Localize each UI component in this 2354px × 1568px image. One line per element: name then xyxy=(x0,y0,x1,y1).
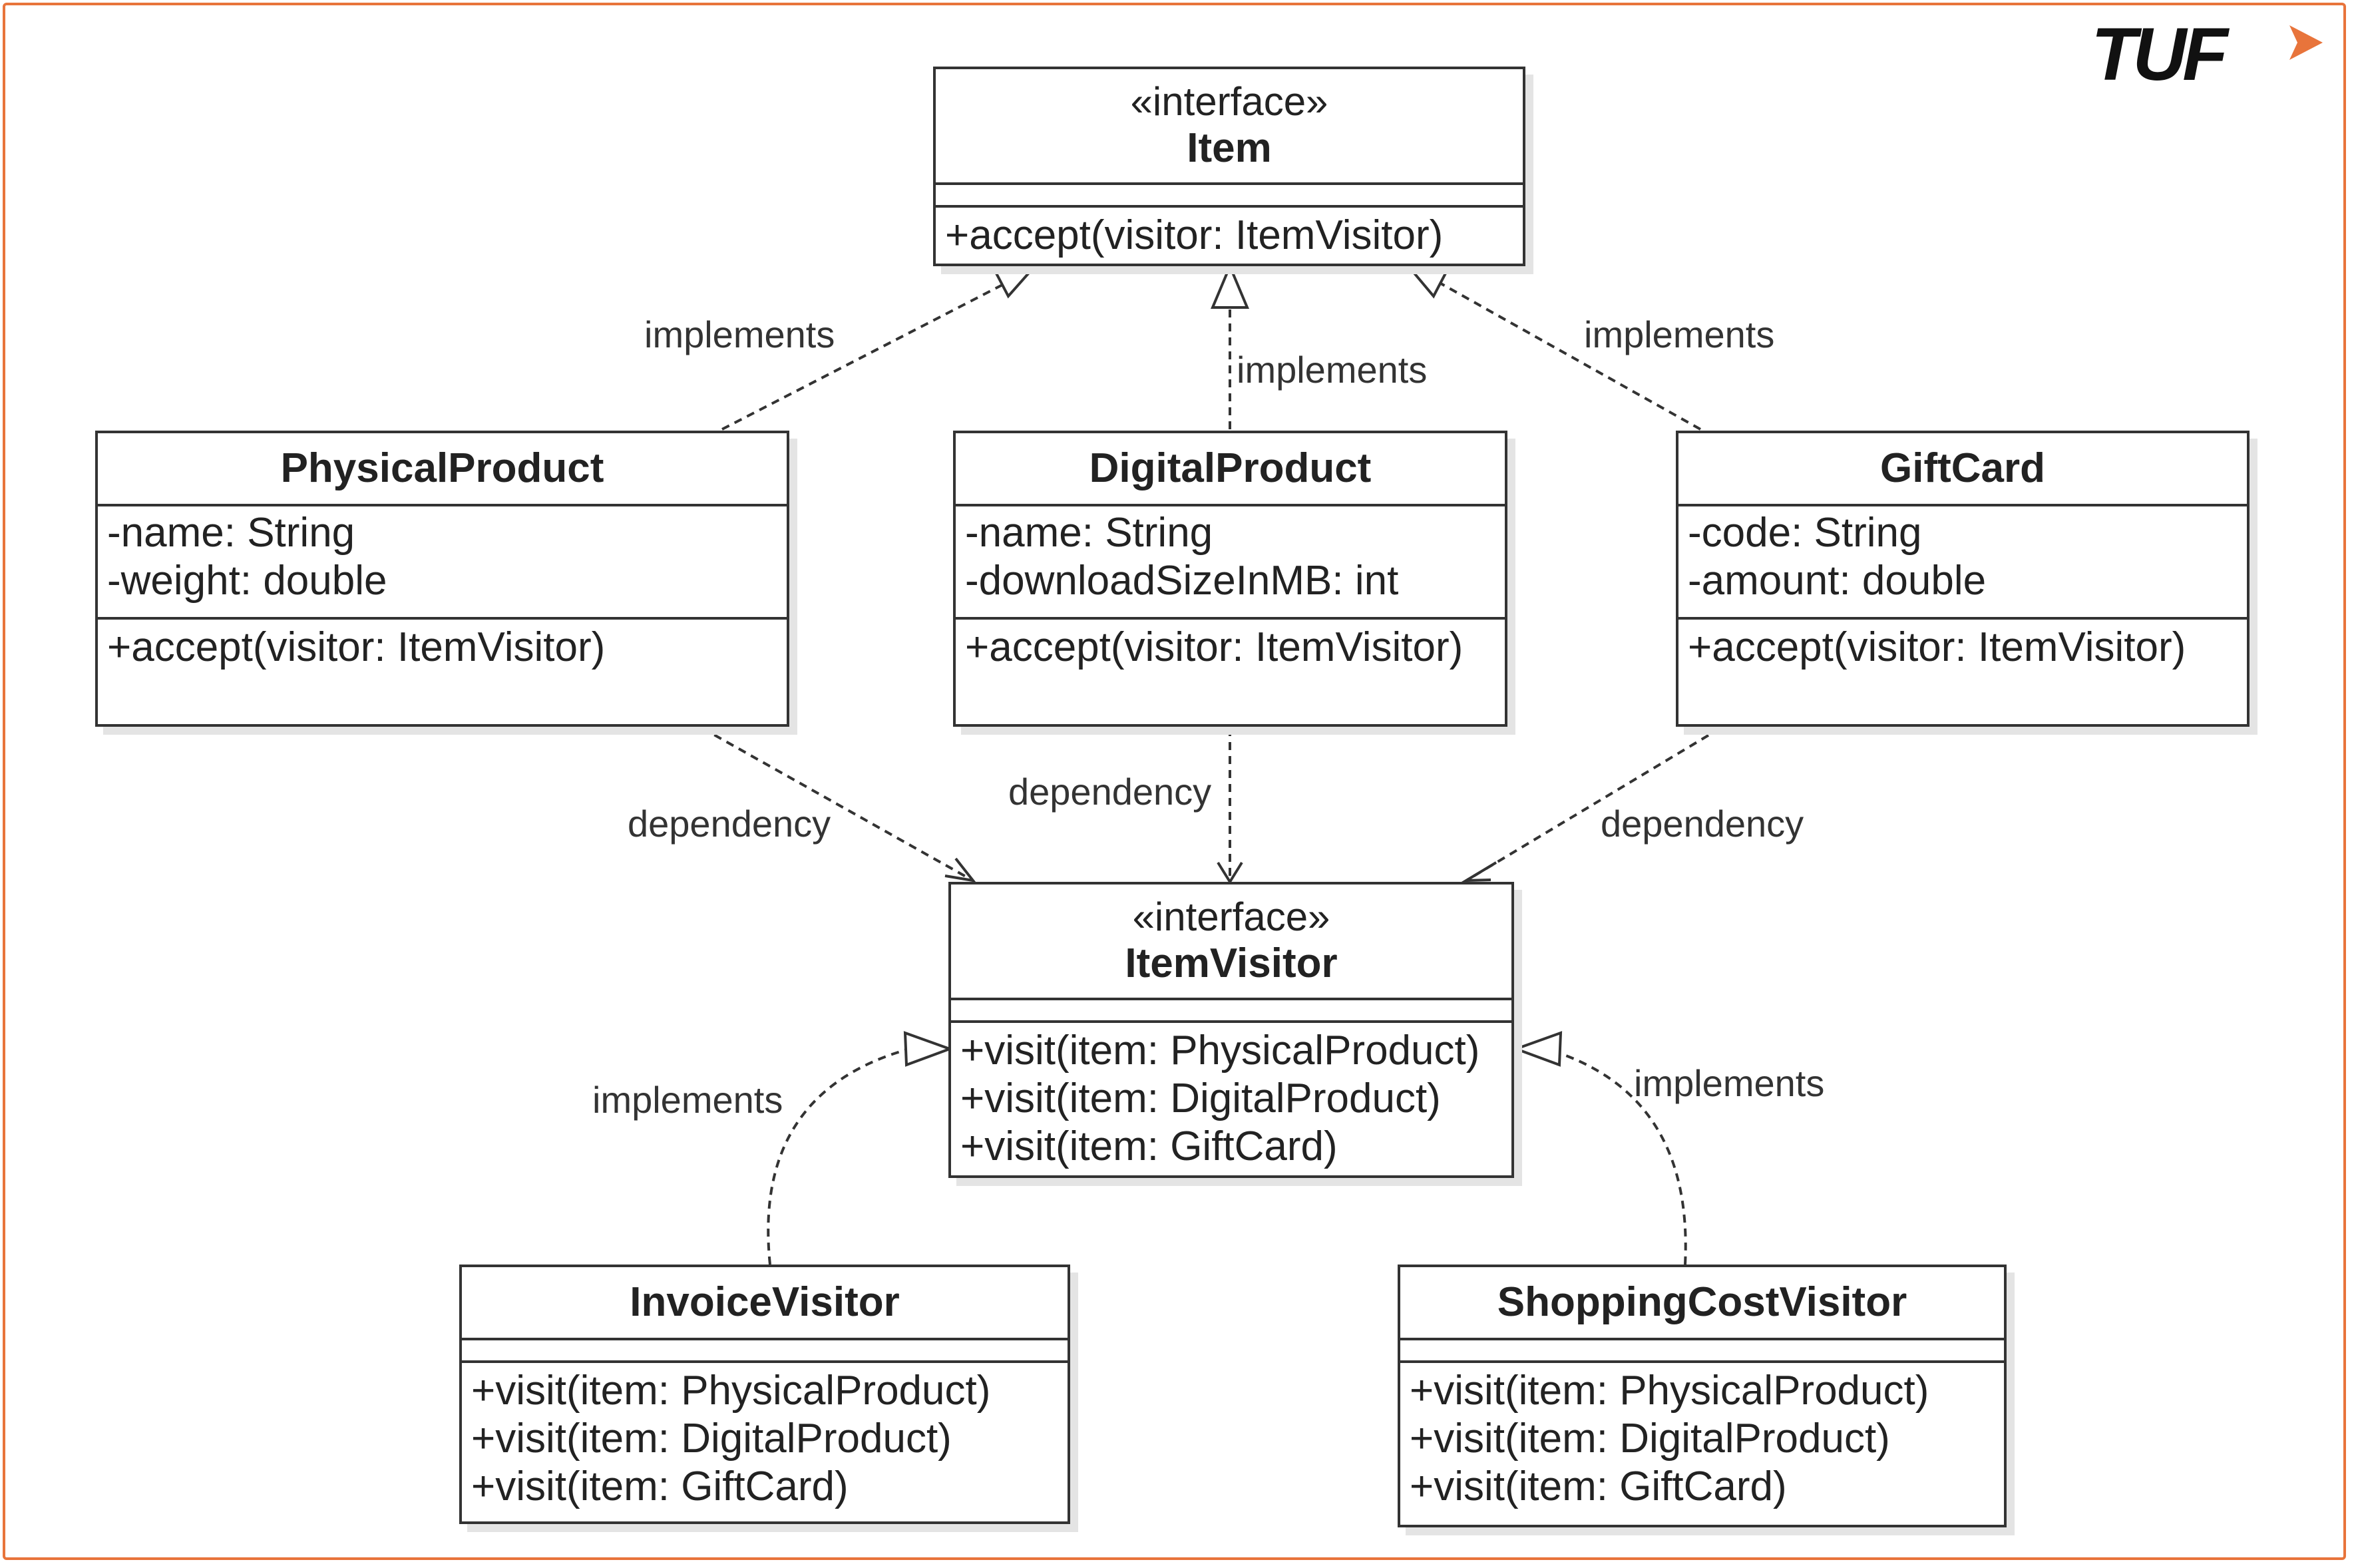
giftcard-implements-label: implements xyxy=(1584,313,1775,355)
digital-product-attribute: -name: String xyxy=(965,510,1213,556)
svg-text:TUF: TUF xyxy=(2091,16,2230,89)
physical-implements-arrowhead xyxy=(992,265,1038,299)
tuf-logo-mark: TUF xyxy=(2091,13,2323,96)
giftcard-dependency-label: dependency xyxy=(1601,803,1804,845)
shopping-cost-visitor-operations: +visit(item: PhysicalProduct) +visit(ite… xyxy=(1400,1363,2004,1515)
invoice-visitor-operation: +visit(item: PhysicalProduct) xyxy=(471,1368,991,1414)
invoice-implements-label: implements xyxy=(592,1079,783,1121)
digital-product-name: DigitalProduct xyxy=(1089,445,1372,491)
item-visitor-operation: +visit(item: PhysicalProduct) xyxy=(960,1028,1480,1074)
digital-product-operations: +accept(visitor: ItemVisitor) xyxy=(956,620,1505,676)
digital-product-attributes: -name: String -downloadSizeInMB: int xyxy=(956,506,1505,620)
physical-implements-label: implements xyxy=(644,313,835,355)
gift-card-header: GiftCard xyxy=(1678,433,2247,506)
item-interface-box[interactable]: «interface» Item +accept(visitor: ItemVi… xyxy=(933,67,1525,266)
invoice-visitor-operation: +visit(item: DigitalProduct) xyxy=(471,1416,952,1462)
shopping-cost-visitor-name: ShoppingCostVisitor xyxy=(1497,1279,1907,1325)
item-operation: +accept(visitor: ItemVisitor) xyxy=(945,212,1444,258)
item-visitor-stereotype: «interface» xyxy=(1132,894,1330,939)
item-visitor-operation: +visit(item: DigitalProduct) xyxy=(960,1076,1441,1121)
item-header: «interface» Item xyxy=(936,69,1523,185)
item-stereotype: «interface» xyxy=(1130,79,1328,124)
physical-implements-line xyxy=(721,282,1006,431)
diagram-frame xyxy=(3,3,2346,1560)
shopping-implements-arrowhead xyxy=(1512,1031,1563,1067)
invoice-implements-arrowhead xyxy=(903,1031,954,1067)
item-visitor-attributes-compartment xyxy=(951,1000,1511,1023)
invoice-visitor-operation: +visit(item: GiftCard) xyxy=(471,1464,849,1509)
shopping-cost-visitor-attributes-compartment xyxy=(1400,1340,2004,1363)
physical-dependency-arrowhead xyxy=(944,857,976,882)
shopping-cost-visitor-operation: +visit(item: PhysicalProduct) xyxy=(1410,1368,1929,1414)
shopping-implements-label: implements xyxy=(1634,1062,1825,1104)
item-visitor-header: «interface» ItemVisitor xyxy=(951,884,1511,1000)
shopping-cost-visitor-operation: +visit(item: DigitalProduct) xyxy=(1410,1416,1890,1462)
item-attributes-compartment xyxy=(936,185,1523,208)
item-name: Item xyxy=(1187,125,1272,171)
physical-product-operation: +accept(visitor: ItemVisitor) xyxy=(107,624,606,670)
invoice-visitor-operations: +visit(item: PhysicalProduct) +visit(ite… xyxy=(462,1363,1068,1515)
item-visitor-operation: +visit(item: GiftCard) xyxy=(960,1123,1338,1169)
shopping-cost-visitor-class-box[interactable]: ShoppingCostVisitor +visit(item: Physica… xyxy=(1398,1265,2007,1527)
giftcard-implements-arrowhead xyxy=(1406,265,1450,299)
tuf-logo: TUF xyxy=(2090,13,2336,96)
item-visitor-name: ItemVisitor xyxy=(1125,940,1338,986)
gift-card-name: GiftCard xyxy=(1880,445,2045,491)
physical-product-name: PhysicalProduct xyxy=(280,445,604,491)
item-operations-compartment: +accept(visitor: ItemVisitor) xyxy=(936,208,1523,264)
shopping-cost-visitor-header: ShoppingCostVisitor xyxy=(1400,1267,2004,1340)
physical-product-attribute: -name: String xyxy=(107,510,355,556)
gift-card-attributes: -code: String -amount: double xyxy=(1678,506,2247,620)
gift-card-class-box[interactable]: GiftCard -code: String -amount: double +… xyxy=(1676,431,2250,727)
physical-product-operations: +accept(visitor: ItemVisitor) xyxy=(98,620,787,676)
giftcard-implements-line xyxy=(1440,282,1701,431)
giftcard-dependency-line xyxy=(1466,727,1722,881)
giftcard-dependency-arrowhead xyxy=(1461,861,1497,882)
invoice-visitor-name: InvoiceVisitor xyxy=(630,1279,900,1325)
invoice-visitor-class-box[interactable]: InvoiceVisitor +visit(item: PhysicalProd… xyxy=(459,1265,1070,1524)
physical-dependency-label: dependency xyxy=(628,803,831,845)
digital-product-class-box[interactable]: DigitalProduct -name: String -downloadSi… xyxy=(953,431,1507,727)
invoice-visitor-attributes-compartment xyxy=(462,1340,1068,1363)
gift-card-operations: +accept(visitor: ItemVisitor) xyxy=(1678,620,2247,676)
digital-product-attribute: -downloadSizeInMB: int xyxy=(965,558,1399,604)
physical-product-attributes: -name: String -weight: double xyxy=(98,506,787,620)
shopping-cost-visitor-operation: +visit(item: GiftCard) xyxy=(1410,1464,1787,1509)
physical-product-attribute: -weight: double xyxy=(107,558,387,604)
physical-product-header: PhysicalProduct xyxy=(98,433,787,506)
digital-implements-label: implements xyxy=(1237,349,1428,391)
shopping-implements-line xyxy=(1543,1047,1687,1265)
digital-dependency-label: dependency xyxy=(1008,771,1212,813)
item-visitor-operations: +visit(item: PhysicalProduct) +visit(ite… xyxy=(951,1023,1511,1175)
invoice-implements-line xyxy=(767,1047,912,1265)
physical-product-class-box[interactable]: PhysicalProduct -name: String -weight: d… xyxy=(95,431,789,727)
physical-dependency-line xyxy=(701,727,972,881)
invoice-visitor-header: InvoiceVisitor xyxy=(462,1267,1068,1340)
gift-card-attribute: -amount: double xyxy=(1688,558,1987,604)
digital-implements-arrowhead xyxy=(1210,262,1250,309)
item-visitor-interface-box[interactable]: «interface» ItemVisitor +visit(item: Phy… xyxy=(948,882,1514,1178)
digital-product-header: DigitalProduct xyxy=(956,433,1505,506)
digital-product-operation: +accept(visitor: ItemVisitor) xyxy=(965,624,1464,670)
gift-card-operation: +accept(visitor: ItemVisitor) xyxy=(1688,624,2186,670)
gift-card-attribute: -code: String xyxy=(1688,510,1922,556)
